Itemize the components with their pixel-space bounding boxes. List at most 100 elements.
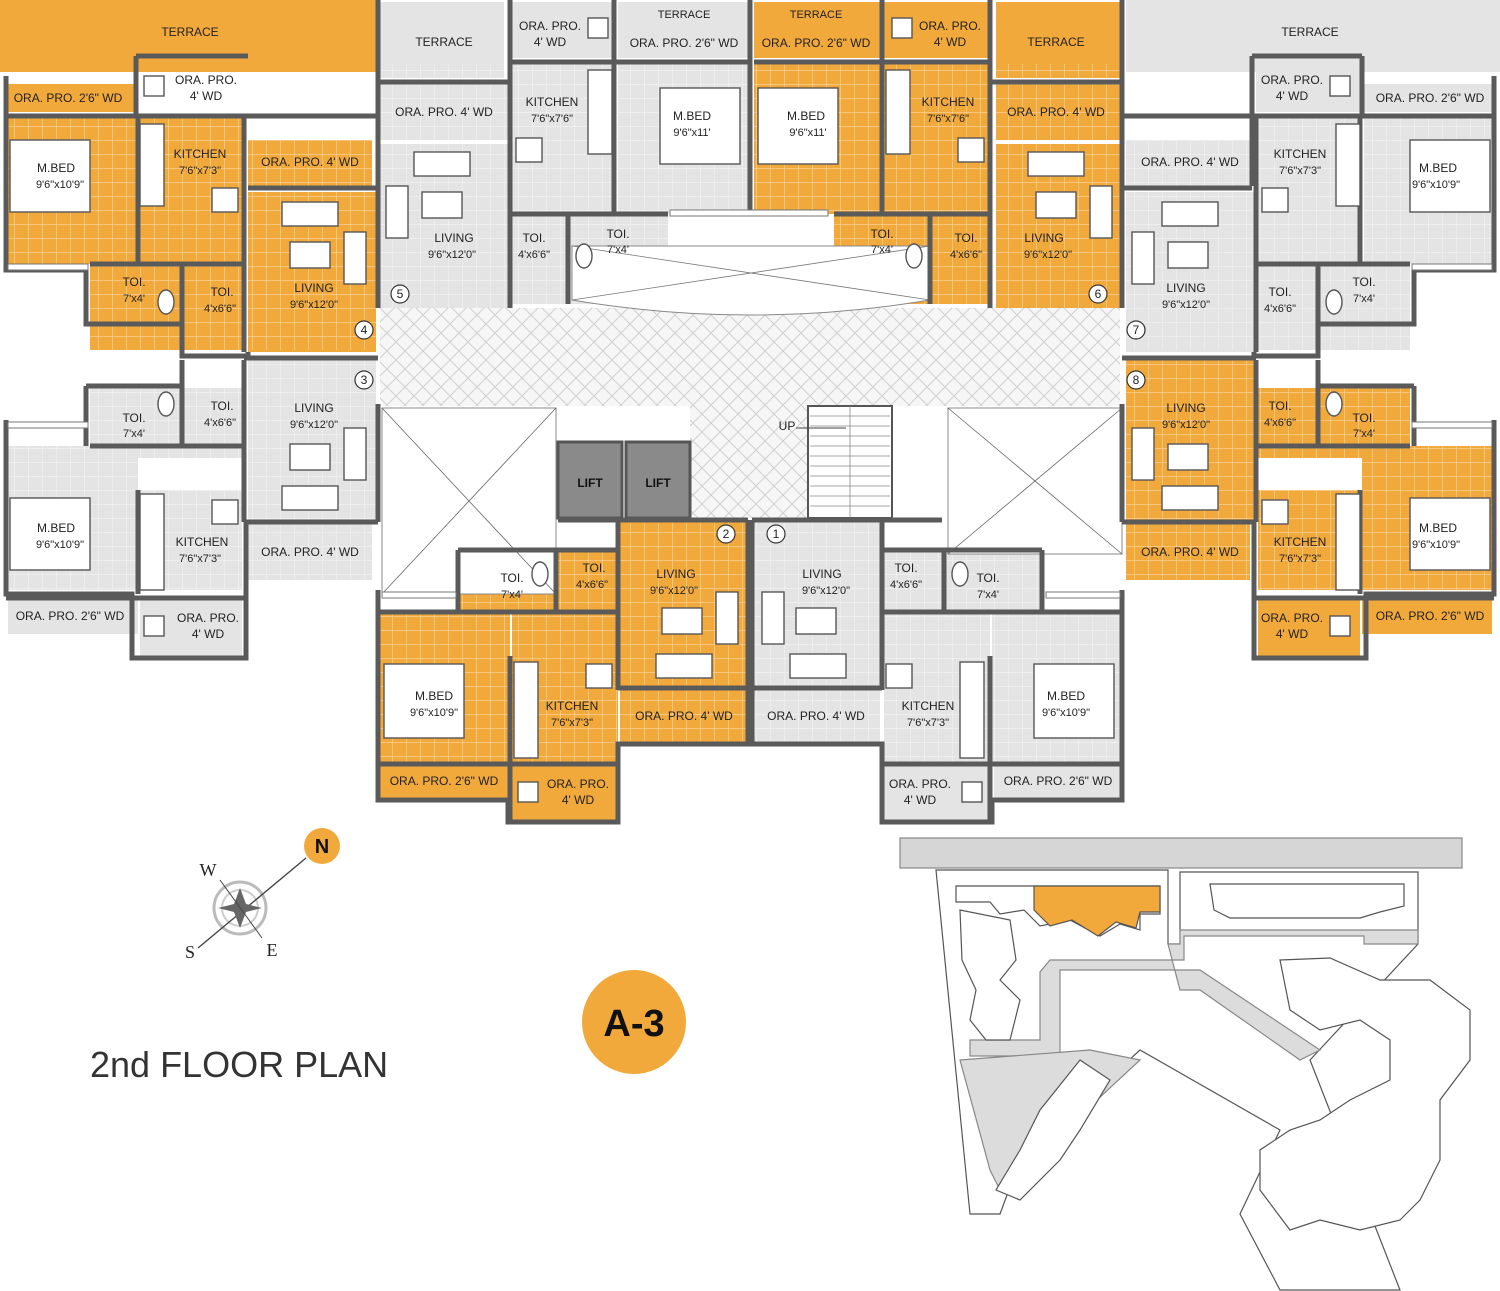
bedroom-dim: 9'6"x10'9" bbox=[36, 539, 84, 551]
toilet-label: TOI. bbox=[522, 231, 545, 245]
appliance-icon bbox=[211, 187, 239, 213]
lift-2 bbox=[624, 440, 692, 520]
ora-label: 4' WD bbox=[1276, 89, 1309, 103]
kitchen-label: KITCHEN bbox=[1274, 535, 1327, 549]
kitchen-counter-icon bbox=[959, 661, 985, 759]
hob-icon bbox=[1329, 615, 1351, 637]
toilet-icon bbox=[1325, 289, 1343, 315]
bedroom-dim: 9'6"x10'9" bbox=[1412, 539, 1460, 551]
sofa-icon bbox=[343, 427, 367, 481]
ora-label: ORA. PRO. 4' WD bbox=[1141, 155, 1239, 169]
bedroom-label: M.BED bbox=[1047, 689, 1085, 703]
sofa-icon bbox=[1089, 185, 1113, 239]
sofa-icon bbox=[1131, 231, 1155, 285]
toilet-icon bbox=[157, 391, 175, 417]
hob-icon bbox=[587, 17, 609, 39]
bedroom-label: M.BED bbox=[37, 521, 75, 535]
svg-text:1: 1 bbox=[773, 527, 780, 541]
sofa-icon bbox=[385, 185, 409, 239]
living-label: LIVING bbox=[1024, 231, 1063, 245]
toilet-label: TOI. bbox=[1268, 399, 1291, 413]
bed-icon bbox=[9, 497, 91, 571]
sofa-icon bbox=[655, 653, 713, 679]
sofa-icon bbox=[761, 591, 785, 645]
ora-label: ORA. PRO. bbox=[1261, 73, 1323, 87]
kitchen-dim: 7'6"x7'3" bbox=[179, 165, 221, 177]
living-label: LIVING bbox=[1166, 281, 1205, 295]
compass-rose-icon: N W S E bbox=[185, 828, 340, 962]
bed-icon bbox=[659, 87, 741, 165]
table-icon bbox=[1035, 191, 1077, 219]
living-dim: 9'6"x12'0" bbox=[1162, 299, 1210, 311]
svg-text:4: 4 bbox=[361, 323, 368, 337]
toilet-label: TOI. bbox=[582, 561, 605, 575]
unit-number-6 bbox=[1088, 284, 1108, 304]
ora-label: ORA. PRO. bbox=[547, 777, 609, 791]
toilet-icon bbox=[951, 561, 969, 587]
toilet-label: TOI. bbox=[1352, 275, 1375, 289]
toilet-icon bbox=[157, 289, 175, 315]
hob-icon bbox=[517, 781, 539, 803]
terrace-label: TERRACE bbox=[790, 9, 843, 21]
wing-badge-label: A-3 bbox=[603, 1003, 664, 1045]
open-ducts bbox=[381, 407, 1123, 595]
terrace-label: TERRACE bbox=[658, 9, 711, 21]
table-icon bbox=[1167, 241, 1209, 269]
ora-label: ORA. PRO. bbox=[175, 73, 237, 87]
ora-label: ORA. PRO. bbox=[1261, 611, 1323, 625]
table-icon bbox=[289, 443, 331, 471]
bed-icon bbox=[383, 663, 465, 739]
ora-label: ORA. PRO. 4' WD bbox=[395, 105, 493, 119]
appliance-icon bbox=[957, 137, 985, 163]
svg-text:7: 7 bbox=[1133, 323, 1140, 337]
ora-label: ORA. PRO. bbox=[889, 777, 951, 791]
sofa-icon bbox=[413, 151, 471, 177]
table-icon bbox=[661, 607, 703, 635]
kitchen-counter-icon bbox=[885, 69, 911, 155]
unit-number-3 bbox=[354, 370, 374, 390]
ora-label: ORA. PRO. 2'6" WD bbox=[762, 36, 871, 50]
compass-south: S bbox=[185, 942, 195, 962]
appliance-icon bbox=[1261, 499, 1289, 525]
living-dim: 9'6"x12'0" bbox=[290, 299, 338, 311]
kitchen-dim: 7'6"x7'3" bbox=[907, 717, 949, 729]
svg-text:3: 3 bbox=[361, 373, 368, 387]
bedroom-label: M.BED bbox=[415, 689, 453, 703]
living-label: LIVING bbox=[434, 231, 473, 245]
bedroom-dim: 9'6"x10'9" bbox=[1412, 179, 1460, 191]
bedroom-label: M.BED bbox=[1419, 521, 1457, 535]
lift-2-label: LIFT bbox=[645, 476, 671, 490]
toilet-dim: 7'x4' bbox=[607, 244, 629, 256]
living-label: LIVING bbox=[1166, 401, 1205, 415]
table-icon bbox=[795, 607, 837, 635]
toilet-dim: 7'x4' bbox=[1353, 293, 1375, 305]
toilet-label: TOI. bbox=[870, 227, 893, 241]
terrace-label: TERRACE bbox=[1027, 35, 1084, 49]
terrace-label: TERRACE bbox=[415, 35, 472, 49]
table-icon bbox=[421, 191, 463, 219]
hob-icon bbox=[961, 781, 983, 803]
appliance-icon bbox=[885, 663, 913, 689]
ora-label: 4' WD bbox=[190, 89, 223, 103]
kitchen-counter-icon bbox=[139, 493, 165, 591]
compass-west: W bbox=[200, 860, 217, 880]
room-labels: TERRACE ORA. PRO. 2'6" WD ORA. PRO. 4' W… bbox=[14, 9, 1485, 807]
kitchen-label: KITCHEN bbox=[546, 699, 599, 713]
toilet-dim: 7'x4' bbox=[1353, 428, 1375, 440]
sofa-icon bbox=[343, 231, 367, 285]
kitchen-dim: 7'6"x7'3" bbox=[1279, 553, 1321, 565]
kitchen-dim: 7'6"x7'6" bbox=[531, 113, 573, 125]
bed-icon bbox=[9, 139, 91, 213]
ora-label: ORA. PRO. 2'6" WD bbox=[16, 609, 125, 623]
table-icon bbox=[1167, 443, 1209, 471]
svg-text:5: 5 bbox=[397, 287, 404, 301]
appliance-icon bbox=[211, 499, 239, 525]
kitchen-counter-icon bbox=[587, 69, 613, 155]
unit-number-1 bbox=[766, 524, 786, 544]
kitchen-label: KITCHEN bbox=[174, 147, 227, 161]
toilet-dim: 7'x4' bbox=[501, 589, 523, 601]
toilet-icon bbox=[1325, 391, 1343, 417]
living-dim: 9'6"x12'0" bbox=[1024, 249, 1072, 261]
ora-label: 4' WD bbox=[534, 35, 567, 49]
